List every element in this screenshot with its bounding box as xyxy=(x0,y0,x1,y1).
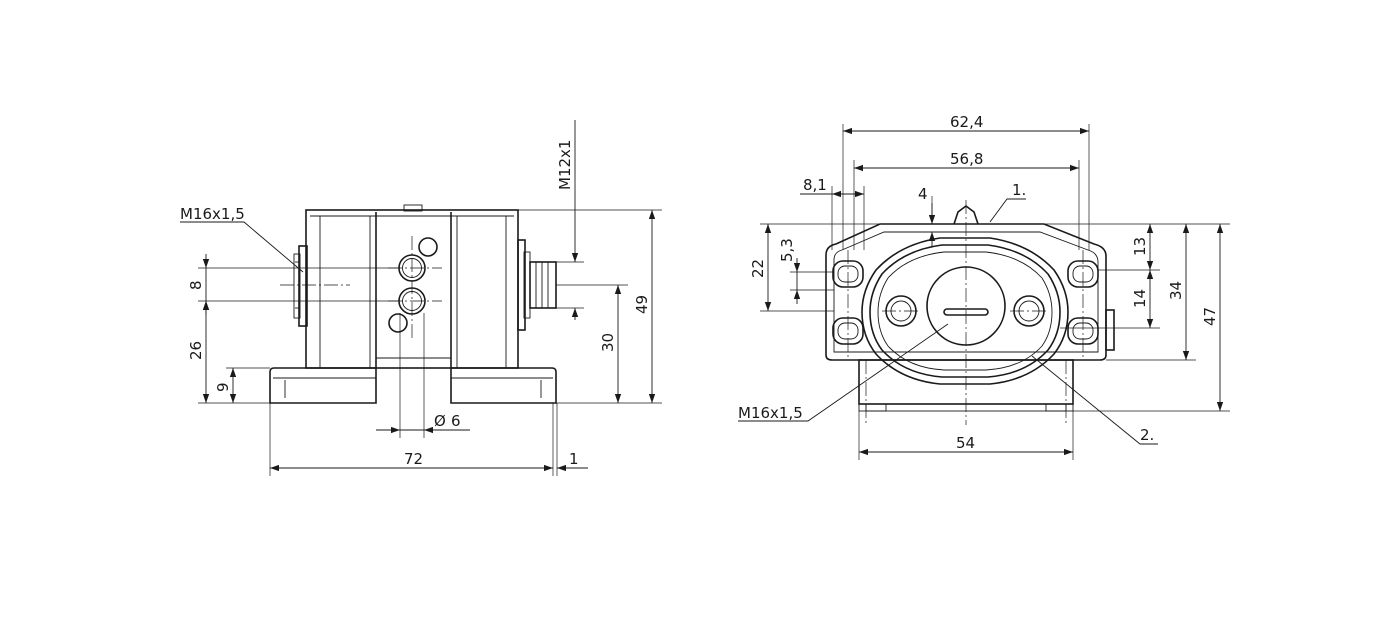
dia-symbol: Ø xyxy=(434,412,446,430)
front-oval-gasket-outer xyxy=(861,237,1069,385)
label-m16-side: M16x1,5 xyxy=(180,205,245,223)
label-m12: M12x1 xyxy=(556,140,574,190)
dim-dia6-text: 6 xyxy=(451,412,461,430)
leader-callout-2 xyxy=(1031,355,1158,445)
dim-30-text: 30 xyxy=(599,333,617,352)
front-foot-right xyxy=(1045,403,1067,412)
dim-54-text: 54 xyxy=(956,434,975,452)
dim-62-4-text: 62,4 xyxy=(950,113,983,131)
side-base-plate xyxy=(269,367,377,404)
dim-72-text: 72 xyxy=(404,450,423,468)
front-view: 62,4 56,8 8,1 4 22 5,3 13 14 34 47 54 M1… xyxy=(738,113,1230,460)
side-base-plate-right xyxy=(450,367,557,404)
dim-5-3-text: 5,3 xyxy=(778,238,796,262)
dim-14-text: 14 xyxy=(1131,289,1149,308)
side-hole-bottom-small xyxy=(388,313,408,333)
front-flange-outline xyxy=(825,223,1107,361)
dim-4-text: 4 xyxy=(918,185,928,203)
dim-1-text: 1 xyxy=(569,450,579,468)
side-view: M16x1,5 M12x1 8 26 9 30 49 72 1 Ø 6 xyxy=(180,120,662,476)
callout-1-text: 1. xyxy=(1012,181,1026,199)
dim-9-text: 9 xyxy=(214,382,232,392)
dim-8-1-text: 8,1 xyxy=(803,176,827,194)
dim-13-text: 13 xyxy=(1131,237,1149,256)
side-right-flange xyxy=(517,239,526,331)
side-left-gland-nut xyxy=(293,253,301,319)
front-flange-inner xyxy=(833,231,1099,353)
dim-56-8-text: 56,8 xyxy=(950,150,983,168)
label-m16-front: M16x1,5 xyxy=(738,404,803,422)
dim-26-text: 26 xyxy=(187,341,205,360)
front-oval-gasket-mid xyxy=(869,244,1061,378)
side-hole-top-small xyxy=(418,237,438,257)
side-left-gland xyxy=(298,245,308,327)
dim-49-text: 49 xyxy=(633,295,651,314)
dim-22-text: 22 xyxy=(749,259,767,278)
dim-34-text: 34 xyxy=(1167,281,1185,300)
front-foot-left xyxy=(865,403,887,412)
dim-47-text: 47 xyxy=(1201,307,1219,326)
housing-top-tab xyxy=(403,204,423,212)
callout-2-text: 2. xyxy=(1140,426,1154,444)
leader-callout-1 xyxy=(989,198,1026,223)
front-right-stub xyxy=(1105,309,1115,351)
side-m12-connector xyxy=(529,261,557,309)
leader-m16-front xyxy=(738,323,949,422)
dim-8-text: 8 xyxy=(187,280,205,290)
leader-m16-side xyxy=(180,221,304,273)
front-oval-gasket-inner xyxy=(877,251,1053,371)
